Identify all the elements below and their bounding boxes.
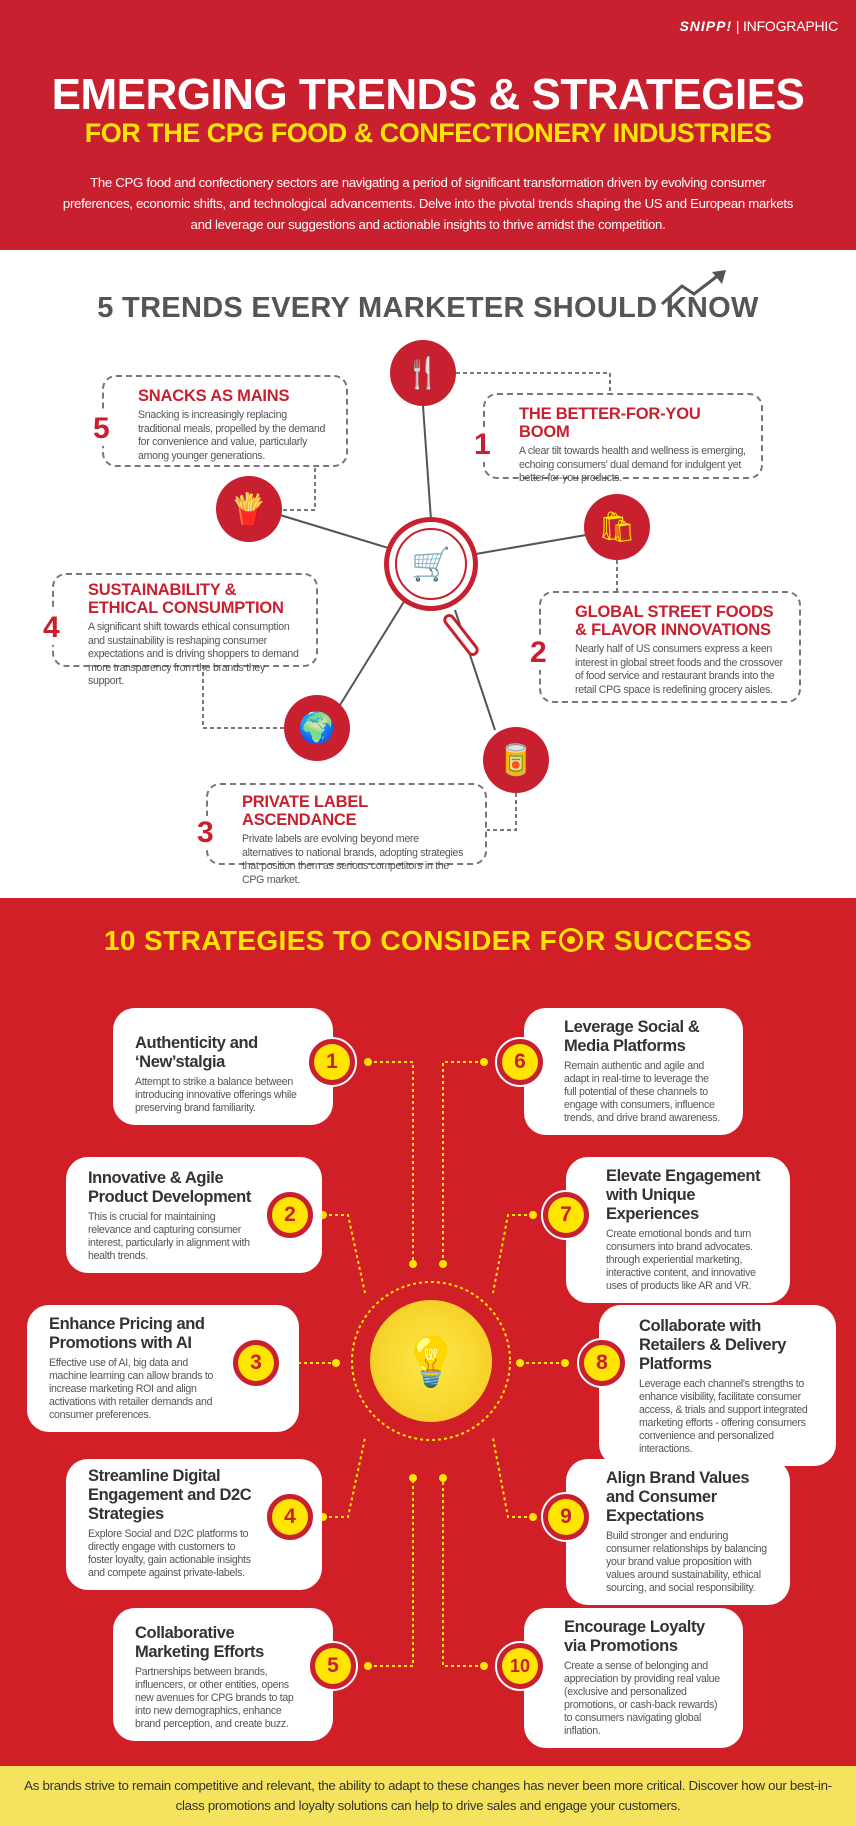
magnifier-cart-icon: 🛒 bbox=[384, 517, 478, 611]
trend-text: Snacking is increasingly replacing tradi… bbox=[138, 409, 326, 462]
strategy-title: Align Brand Values and Consumer Expectat… bbox=[606, 1469, 750, 1525]
trend-title: THE BETTER-FOR-YOU BOOM bbox=[519, 405, 701, 441]
target-icon bbox=[559, 928, 584, 952]
trend-title: GLOBAL STREET FOODS & FLAVOR INNOVATIONS bbox=[575, 603, 774, 639]
strategy-text: Attempt to strike a balance between intr… bbox=[135, 1076, 297, 1114]
shopping-cart-icon: 🛒 bbox=[395, 528, 467, 600]
grocery-products-icon: 🥫 bbox=[483, 727, 549, 793]
brand-logo: SNIPP! | INFOGRAPHIC bbox=[679, 18, 838, 34]
lightbulb-brain-icon: 💡 bbox=[370, 1300, 492, 1422]
strategy-text: Build stronger and enduring consumer rel… bbox=[606, 1530, 767, 1594]
strategy-badge-4: 4 bbox=[265, 1492, 315, 1542]
strategy-title: Collaborate with Retailers & Delivery Pl… bbox=[639, 1317, 787, 1373]
strategy-badge-1: 1 bbox=[307, 1037, 357, 1087]
strategy-text: This is crucial for maintaining relevanc… bbox=[88, 1211, 250, 1262]
strategy-badge-10: 10 bbox=[495, 1641, 545, 1691]
strategy-card-7: Elevate Engagement with Unique Experienc… bbox=[566, 1157, 790, 1303]
strategy-badge-8: 8 bbox=[577, 1338, 627, 1388]
trend-up-arrow-icon bbox=[660, 270, 726, 306]
trend-card-5: 5 SNACKS AS MAINS Snacking is increasing… bbox=[90, 375, 348, 467]
strategy-text: Create a sense of belonging and apprecia… bbox=[564, 1660, 720, 1737]
trend-number: 3 bbox=[194, 816, 217, 851]
strategy-text: Explore Social and D2C platforms to dire… bbox=[88, 1528, 251, 1579]
strategy-badge-7: 7 bbox=[541, 1190, 591, 1240]
trend-text: A significant shift towards ethical cons… bbox=[88, 621, 299, 687]
trend-card-3: 3 PRIVATE LABEL ASCENDANCE Private label… bbox=[194, 783, 487, 886]
page-title: EMERGING TRENDS & STRATEGIES bbox=[51, 70, 805, 119]
strategy-card-8: Collaborate with Retailers & Delivery Pl… bbox=[599, 1305, 836, 1466]
trend-text: Nearly half of US consumers express a ke… bbox=[575, 643, 783, 696]
trend-number: 1 bbox=[471, 427, 494, 462]
trend-number: 4 bbox=[40, 611, 63, 645]
trend-card-4: 4 SUSTAINABILITY & ETHICAL CONSUMPTION A… bbox=[40, 573, 318, 687]
strategy-text: Leverage each channel's strengths to enh… bbox=[639, 1378, 808, 1455]
snack-cloche-icon: 🍟 bbox=[216, 476, 282, 542]
fork-leaf-icon: 🍴 bbox=[390, 340, 456, 406]
trend-title: SUSTAINABILITY & ETHICAL CONSUMPTION bbox=[88, 581, 284, 617]
trends-title: 5 TRENDS EVERY MARKETER SHOULD KNOW bbox=[97, 292, 759, 324]
trend-number: 2 bbox=[527, 636, 550, 671]
strategy-title: Streamline Digital Engagement and D2C St… bbox=[88, 1467, 252, 1523]
food-cart-icon: 🛍 bbox=[584, 494, 650, 560]
strategy-text: Remain authentic and agile and adapt in … bbox=[564, 1060, 720, 1124]
footer-banner: As brands strive to remain competitive a… bbox=[0, 1766, 856, 1826]
strategy-title: Innovative & Agile Product Development bbox=[88, 1169, 251, 1206]
strategy-title: Enhance Pricing and Promotions with AI bbox=[49, 1315, 205, 1352]
trend-text: Private labels are evolving beyond mere … bbox=[242, 833, 464, 886]
intro-text: The CPG food and confectionery sectors a… bbox=[62, 175, 794, 232]
strategy-connectors bbox=[288, 1058, 569, 1670]
strategy-badge-9: 9 bbox=[541, 1492, 591, 1542]
trend-card-1: 1 THE BETTER-FOR-YOU BOOM A clear tilt t… bbox=[471, 393, 763, 484]
strategy-badge-6: 6 bbox=[495, 1037, 545, 1087]
strategy-title: Elevate Engagement with Unique Experienc… bbox=[606, 1167, 761, 1223]
strategy-badge-2: 2 bbox=[265, 1190, 315, 1240]
globe-leaf-icon: 🌍 bbox=[284, 695, 350, 761]
strategy-card-9: Align Brand Values and Consumer Expectat… bbox=[566, 1459, 790, 1605]
strategy-title: Collaborative Marketing Efforts bbox=[135, 1624, 264, 1661]
footer-text: As brands strive to remain competitive a… bbox=[24, 1778, 832, 1813]
strategy-text: Effective use of AI, big data and machin… bbox=[49, 1357, 214, 1421]
strategy-badge-5: 5 bbox=[308, 1641, 358, 1691]
strategy-badge-3: 3 bbox=[231, 1338, 281, 1388]
strategy-title: Encourage Loyalty via Promotions bbox=[564, 1618, 705, 1655]
strategy-text: Partnerships between brands, influencers… bbox=[135, 1666, 294, 1730]
trend-title: SNACKS AS MAINS bbox=[138, 387, 290, 405]
trend-number: 5 bbox=[90, 412, 113, 447]
strategy-title: Authenticity and ‘New’stalgia bbox=[135, 1034, 258, 1071]
strategy-title: Leverage Social & Media Platforms bbox=[564, 1018, 700, 1055]
trend-card-2: 2 GLOBAL STREET FOODS & FLAVOR INNOVATIO… bbox=[527, 591, 801, 703]
trend-text: A clear tilt towards health and wellness… bbox=[519, 445, 746, 484]
trend-title: PRIVATE LABEL ASCENDANCE bbox=[242, 793, 368, 829]
page-subtitle: FOR THE CPG FOOD & CONFECTIONERY INDUSTR… bbox=[84, 118, 772, 148]
header-banner: SNIPP! | INFOGRAPHIC EMERGING TRENDS & S… bbox=[0, 0, 856, 250]
strategy-text: Create emotional bonds and turn consumer… bbox=[606, 1228, 756, 1292]
